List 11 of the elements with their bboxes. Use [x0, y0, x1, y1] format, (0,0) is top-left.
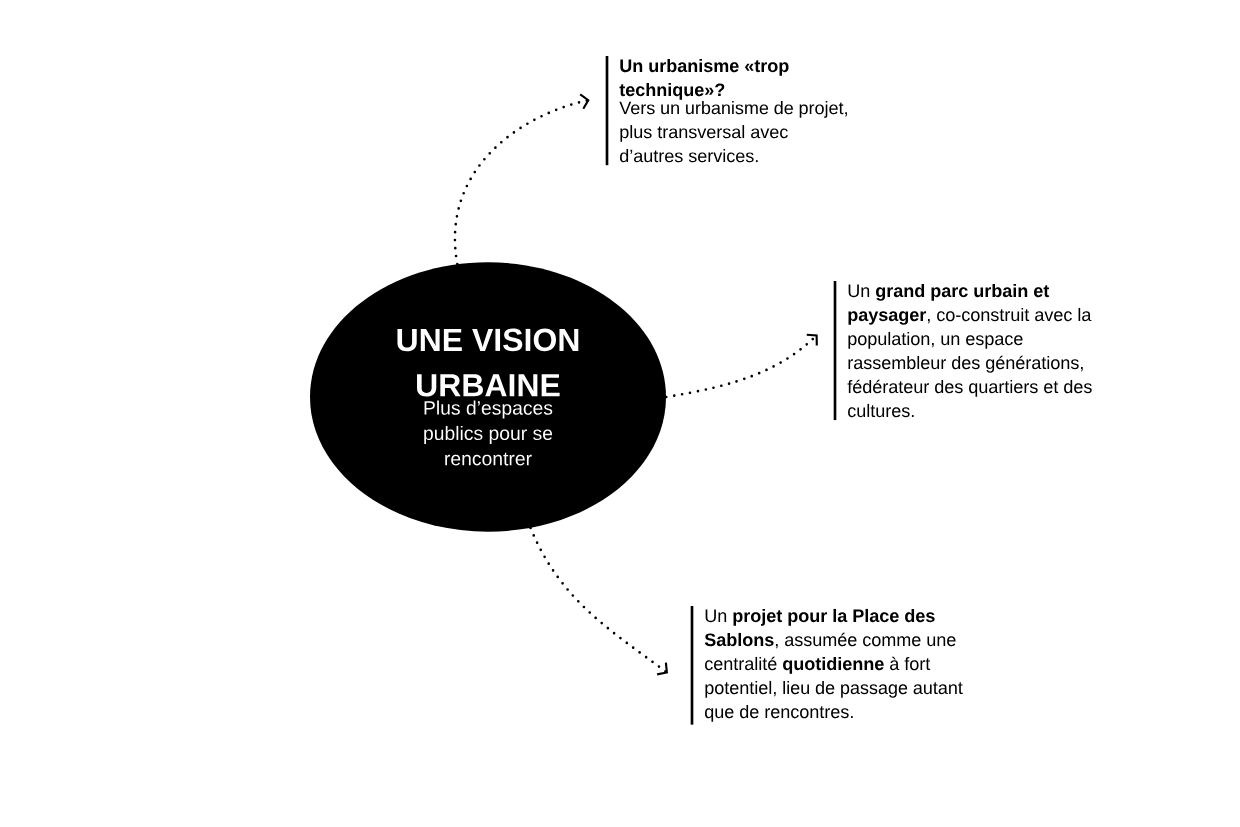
paragraph: Un grand parc urbain et paysager, co-construit avec la population, un espace rassembleur des générations, fédérateur des quartiers et des cultures.	[847, 283, 1092, 418]
title: UNE VISION URBAINE	[397, 328, 579, 397]
text-block	[605, 56, 847, 166]
dotted-arrow	[453, 93, 590, 266]
vision-ellipse	[310, 262, 666, 532]
dotted-arrow	[529, 526, 668, 676]
paragraph: Un urbanisme «trop technique»?	[619, 58, 789, 100]
paragraph: Un projet pour la Place des Sablons, assumée comme une centralité quotidienne à fort potentiel, lieu de passage autant que de rencontres.	[704, 608, 963, 722]
dotted-arrow	[664, 333, 818, 399]
paragraph: Vers un urbanisme de projet, plus transversal avec d’autres services.	[619, 101, 847, 163]
subtitle: Plus d’espaces publics pour se rencontrer	[424, 400, 553, 466]
